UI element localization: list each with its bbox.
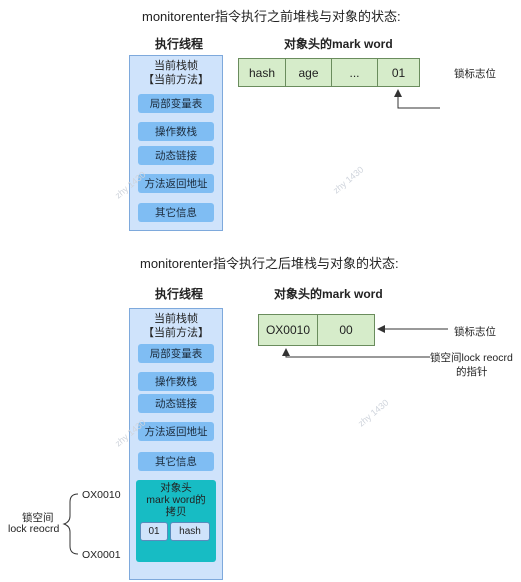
after-thread-header: 执行线程 — [155, 287, 204, 301]
copy-title-line2: mark word的 — [146, 494, 206, 506]
lock-space-label-line1: 锁空间 — [22, 512, 54, 524]
lock-record-addr-top: OX0010 — [82, 489, 121, 501]
copy-title-line3: 拷贝 — [165, 506, 187, 518]
copy-cell: 01 — [140, 522, 168, 541]
before-frame-item: 其它信息 — [138, 203, 214, 222]
before-lock-flag-label: 锁标志位 — [454, 68, 496, 80]
after-mark-word-cell: 00 — [339, 323, 353, 337]
after-frame-item: 操作数栈 — [138, 372, 214, 391]
after-frame-item: 其它信息 — [138, 452, 214, 471]
before-thread-stack: 当前栈帧 【当前方法】 局部变量表 操作数栈 动态链接 方法返回地址 其它信息 — [129, 55, 223, 231]
after-mark-word: OX0010 00 — [258, 314, 375, 346]
before-mark-word-cell: ... — [332, 59, 378, 86]
before-frame-item: 局部变量表 — [138, 94, 214, 113]
after-lock-flag-label: 锁标志位 — [454, 326, 496, 338]
before-frame-title-line2: 【当前方法】 — [143, 74, 209, 86]
after-pointer-arrow — [282, 348, 430, 358]
before-frame-item: 动态链接 — [138, 146, 214, 165]
after-title: monitorenter指令执行之后堆栈与对象的状态: — [140, 256, 399, 271]
before-frame-title-line1: 当前栈帧 — [154, 60, 198, 72]
lock-record-copy: 对象头 mark word的 拷贝 01 hash — [136, 480, 216, 562]
after-frame-item: 动态链接 — [138, 394, 214, 413]
before-title: monitorenter指令执行之前堆栈与对象的状态: — [142, 9, 401, 24]
after-mark-word-cell: OX0010 — [259, 315, 318, 345]
before-frame-item: 方法返回地址 — [138, 174, 214, 193]
before-mark-word-cell: age — [286, 59, 332, 86]
lock-space-label-line2: lock reocrd — [8, 523, 60, 535]
before-thread-header: 执行线程 — [155, 37, 204, 51]
before-mark-word-cell: hash — [239, 59, 286, 86]
pointer-label-line1: 锁空间lock reocrd — [430, 352, 513, 364]
after-thread-stack: 当前栈帧 【当前方法】 局部变量表 操作数栈 动态链接 方法返回地址 其它信息 … — [129, 308, 223, 580]
copy-cell: hash — [170, 522, 210, 541]
before-lock-flag-arrow — [394, 89, 440, 109]
before-object-header: 对象头的mark word — [284, 37, 393, 51]
before-mark-word-cell: 01 — [391, 65, 406, 80]
after-frame-item: 局部变量表 — [138, 344, 214, 363]
after-frame-title-line1: 当前栈帧 — [154, 313, 198, 325]
before-frame-item: 操作数栈 — [138, 122, 214, 141]
copy-title-line1: 对象头 — [160, 482, 192, 494]
pointer-label-line2: 的指针 — [456, 366, 488, 378]
after-frame-item: 方法返回地址 — [138, 422, 214, 441]
after-frame-title-line2: 【当前方法】 — [143, 327, 209, 339]
after-object-header: 对象头的mark word — [274, 287, 383, 301]
lock-space-brace — [62, 493, 79, 555]
lock-record-addr-bottom: OX0001 — [82, 549, 121, 561]
before-mark-word: hash age ... 01 — [238, 58, 420, 87]
